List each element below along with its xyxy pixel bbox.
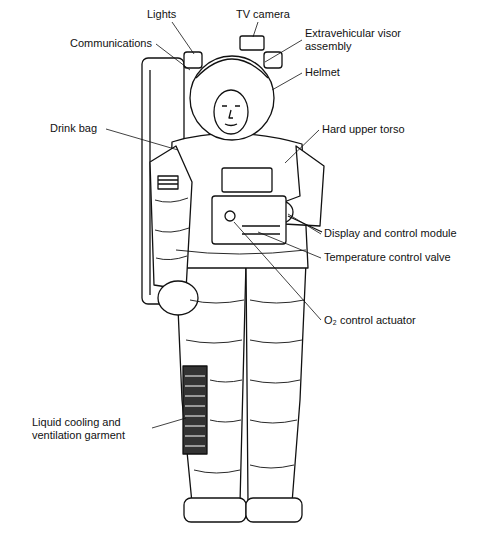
part-label: O₂ control actuator (324, 314, 484, 327)
part-label: Drink bag (50, 122, 120, 135)
part-label: Liquid cooling and ventilation garment (32, 416, 150, 442)
leader-lines (106, 22, 321, 428)
part-label: Lights (147, 8, 207, 21)
part-label: Display and control module (324, 227, 494, 240)
part-label: Helmet (305, 66, 385, 79)
part-label: TV camera (236, 8, 316, 21)
part-label: Extravehicular visor assembly (305, 27, 415, 53)
part-label: Hard upper torso (322, 123, 442, 136)
part-label: Communications (70, 37, 170, 50)
part-label: Temperature control valve (324, 251, 494, 264)
